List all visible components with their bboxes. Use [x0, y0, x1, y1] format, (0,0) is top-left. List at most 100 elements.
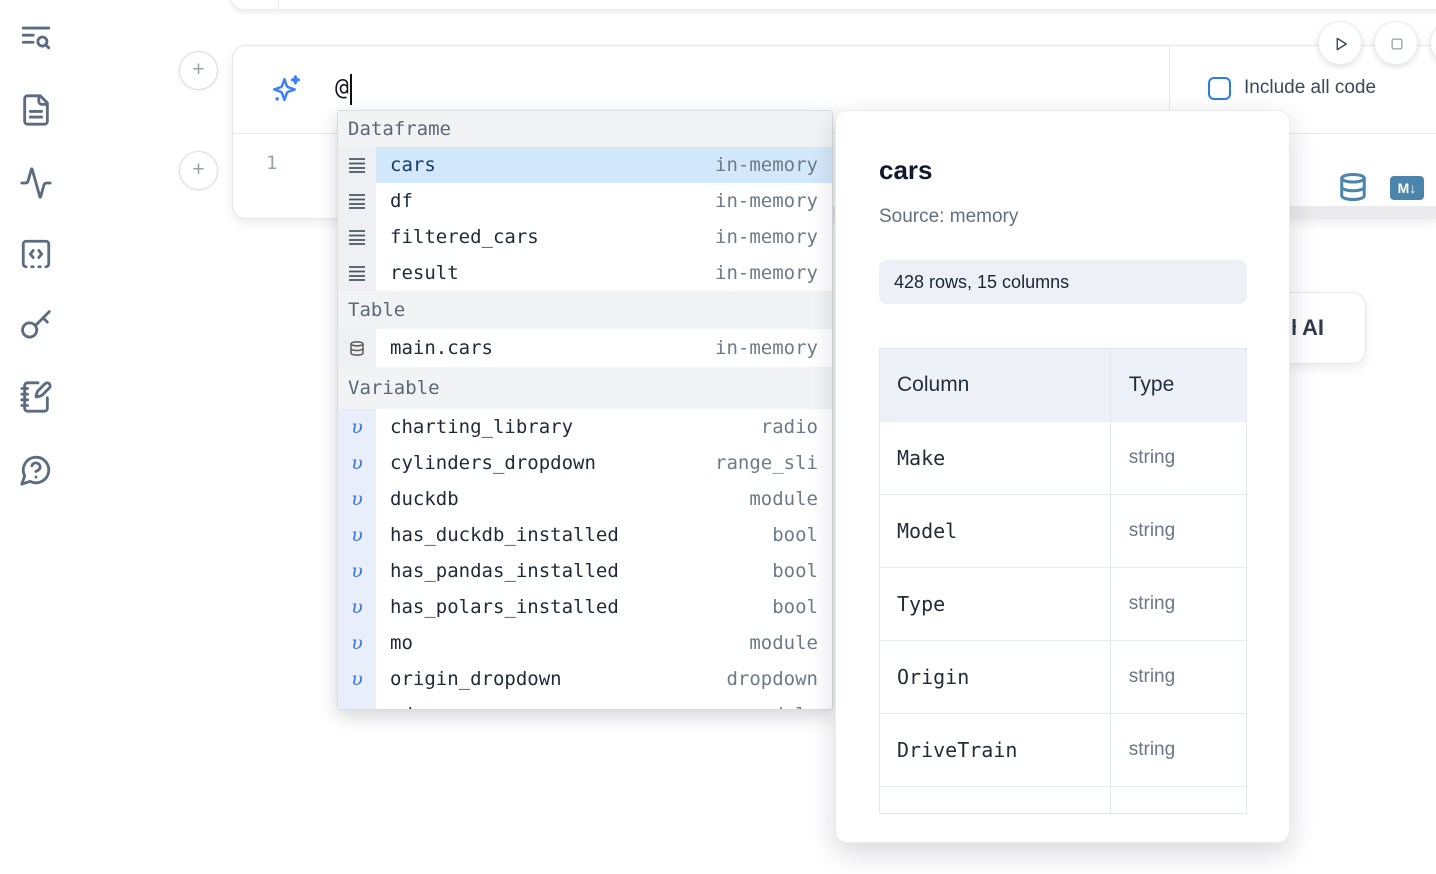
dataframe-icon	[338, 147, 376, 183]
completion-item-cars[interactable]: cars in-memory	[338, 147, 832, 183]
ai-prompt-row: @ Include all code	[233, 46, 1436, 134]
variable-icon: υ	[338, 661, 376, 697]
activity-icon[interactable]	[19, 166, 53, 200]
completion-item-name: filtered_cars	[390, 226, 539, 248]
schema-header-type: Type	[1128, 373, 1175, 396]
completion-item-result[interactable]: result in-memory	[338, 255, 832, 291]
schema-column-name: DriveTrain	[897, 738, 1018, 762]
shape-badge: 428 rows, 15 columns	[879, 260, 1247, 304]
completion-section-header: Dataframe	[338, 111, 832, 147]
completion-item-detail: range_sli	[715, 452, 818, 474]
completion-item-name: result	[390, 262, 459, 284]
completion-item-cylinders_dropdown[interactable]: υ cylinders_dropdown range_sli	[338, 445, 832, 481]
variable-icon: υ	[338, 517, 376, 553]
completion-item-name: has_polars_installed	[390, 596, 619, 618]
completion-item-main.cars[interactable]: main.cars in-memory	[338, 329, 832, 367]
schema-column-type: string	[1128, 447, 1176, 468]
schema-row: Origin string	[880, 641, 1246, 714]
table-icon	[338, 329, 376, 367]
completion-section-header: Variable	[338, 367, 832, 409]
completion-item-detail: module	[749, 488, 818, 510]
preview-source: Source: memory	[879, 206, 1019, 227]
completion-item-name: cars	[390, 154, 436, 176]
help-chat-icon[interactable]	[19, 453, 53, 487]
schema-row: Type string	[880, 568, 1246, 641]
completion-item-detail: bool	[772, 524, 818, 546]
schema-header-column: Column	[897, 373, 970, 396]
table-of-contents-search-icon[interactable]	[19, 21, 53, 55]
left-sidebar	[0, 0, 72, 874]
scratchpad-icon[interactable]	[19, 380, 53, 414]
completion-item-detail: in-memory	[715, 190, 818, 212]
schema-column-type: string	[1128, 739, 1176, 760]
document-icon[interactable]	[19, 93, 53, 127]
text-cursor	[350, 74, 352, 105]
clipped-text-fragment: h	[1291, 315, 1296, 341]
schema-column-name: Make	[897, 446, 946, 470]
variable-icon: υ	[338, 481, 376, 517]
schema-row: Make string	[880, 422, 1246, 495]
completion-item-name: duckdb	[390, 488, 459, 510]
markdown-export-icon[interactable]: M↓	[1390, 176, 1424, 200]
schema-column-type: string	[1128, 593, 1176, 614]
completion-item-detail: dropdown	[726, 668, 818, 690]
completion-item-detail: module	[749, 632, 818, 654]
schema-column-type: string	[1128, 520, 1176, 541]
completion-item-name: has_duckdb_installed	[390, 524, 619, 546]
secrets-key-icon[interactable]	[19, 308, 53, 342]
code-snippets-icon[interactable]	[19, 237, 53, 271]
completion-item-detail: in-memory	[715, 154, 818, 176]
ai-button-label: AI	[1302, 315, 1324, 340]
schema-column-type: string	[1128, 666, 1176, 687]
dataframe-preview-panel: cars Source: memory 428 rows, 15 columns…	[835, 110, 1290, 843]
completion-item-name: main.cars	[390, 337, 493, 359]
include-all-code-label[interactable]: Include all code	[1244, 77, 1377, 98]
dataframe-icon	[338, 219, 376, 255]
line-number: 1	[266, 152, 278, 174]
completion-item-detail: bool	[772, 596, 818, 618]
previous-cell-divider	[278, 0, 279, 11]
database-icon[interactable]	[1338, 171, 1368, 203]
schema-column-name: Type	[897, 592, 946, 616]
run-cell-button[interactable]	[1318, 21, 1362, 65]
add-cell-button-top[interactable]: +	[179, 51, 218, 90]
stop-cell-button[interactable]	[1374, 21, 1418, 65]
schema-row: DriveTrain string	[880, 714, 1246, 787]
completion-item-detail: bool	[772, 560, 818, 582]
completion-item-detail: in-memory	[715, 262, 818, 284]
variable-icon: υ	[338, 409, 376, 445]
schema-row: Model string	[880, 495, 1246, 568]
variable-icon: υ	[338, 553, 376, 589]
completion-item-name: has_pandas_installed	[390, 560, 619, 582]
completion-item-detail: module	[749, 704, 818, 709]
completion-item-pd[interactable]: υ pd module	[338, 697, 832, 709]
completion-item-name: cylinders_dropdown	[390, 452, 596, 474]
dataframe-icon	[338, 183, 376, 219]
variable-icon: υ	[338, 697, 376, 709]
completion-item-filtered_cars[interactable]: filtered_cars in-memory	[338, 219, 832, 255]
variable-icon: υ	[338, 589, 376, 625]
variable-icon: υ	[338, 625, 376, 661]
completion-item-detail: in-memory	[715, 226, 818, 248]
include-all-code-checkbox[interactable]	[1208, 77, 1231, 100]
schema-column-name: Origin	[897, 665, 970, 689]
completion-item-name: pd	[390, 704, 413, 709]
completion-item-has_polars_installed[interactable]: υ has_polars_installed bool	[338, 589, 832, 625]
completion-item-has_pandas_installed[interactable]: υ has_pandas_installed bool	[338, 553, 832, 589]
add-cell-button-bottom[interactable]: +	[179, 151, 218, 190]
variable-icon: υ	[338, 445, 376, 481]
prompt-divider	[1169, 46, 1170, 134]
dataframe-icon	[338, 255, 376, 291]
ai-prompt-input[interactable]: @	[335, 75, 349, 101]
completion-item-has_duckdb_installed[interactable]: υ has_duckdb_installed bool	[338, 517, 832, 553]
schema-column-name: Model	[897, 519, 958, 543]
completion-item-detail: in-memory	[715, 337, 818, 359]
